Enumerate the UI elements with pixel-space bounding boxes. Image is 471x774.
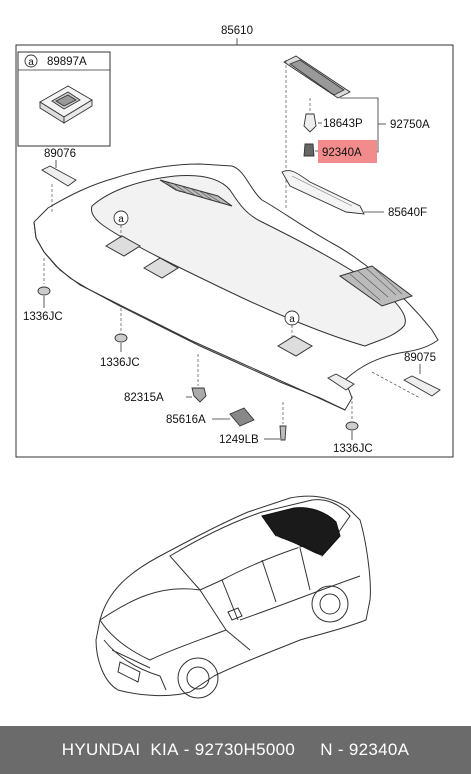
inset-part-drawing	[39, 85, 93, 124]
grille-hatching	[165, 181, 403, 301]
label-bracket-right: 89075	[404, 352, 436, 364]
marker-right-letter: a	[289, 314, 295, 325]
label-lamp-cover: 85640F	[388, 207, 427, 219]
part-number-footer: HYUNDAI KIA - 92730H5000 N - 92340A	[0, 726, 471, 774]
bracket-right-part	[403, 375, 441, 397]
pad-85616a-part	[229, 407, 255, 427]
clip-bracket-part	[283, 55, 351, 99]
label-clip-18643p: 18643P	[323, 118, 363, 130]
clip-82315a-part	[191, 387, 207, 403]
bulb-92340a-part	[303, 143, 315, 157]
marker-left-letter: a	[118, 214, 124, 225]
clip-18643p-part	[303, 113, 317, 133]
bolt-1249lb-part	[279, 425, 287, 441]
car-parcel-shelf-highlight	[261, 507, 341, 557]
label-bolt-1249lb: 1249LB	[219, 434, 259, 446]
fastener-mid-part	[114, 333, 128, 343]
label-bracket-left: 89076	[44, 148, 76, 160]
label-fastener-mid: 1336JC	[100, 357, 140, 369]
bracket-right-mount	[327, 373, 355, 391]
bracket-left-part	[41, 165, 77, 187]
label-assembly: 85610	[221, 25, 253, 37]
label-fastener-left: 1336JC	[23, 311, 63, 323]
footer-part-number: 92730H5000	[194, 740, 296, 759]
label-inset-part: 89897A	[47, 56, 87, 68]
diagram-frame	[15, 44, 454, 458]
footer-brand: HYUNDAI KIA	[61, 740, 179, 759]
label-assembly-92750a: 92750A	[390, 119, 430, 131]
fastener-right-part	[345, 421, 359, 431]
fastener-left-part	[37, 286, 51, 296]
inset-marker-circle	[24, 54, 38, 68]
label-pad-85616a: 85616A	[166, 414, 206, 426]
parcel-shelf	[33, 163, 439, 411]
label-clip-82315a: 82315A	[124, 392, 164, 404]
footer-ref-number: N - 92340A	[320, 740, 410, 759]
label-highlight-part: 92340A	[322, 147, 362, 159]
label-fastener-right: 1336JC	[333, 443, 373, 455]
highlight-box	[318, 140, 377, 163]
inset-marker-letter: a	[28, 57, 34, 68]
